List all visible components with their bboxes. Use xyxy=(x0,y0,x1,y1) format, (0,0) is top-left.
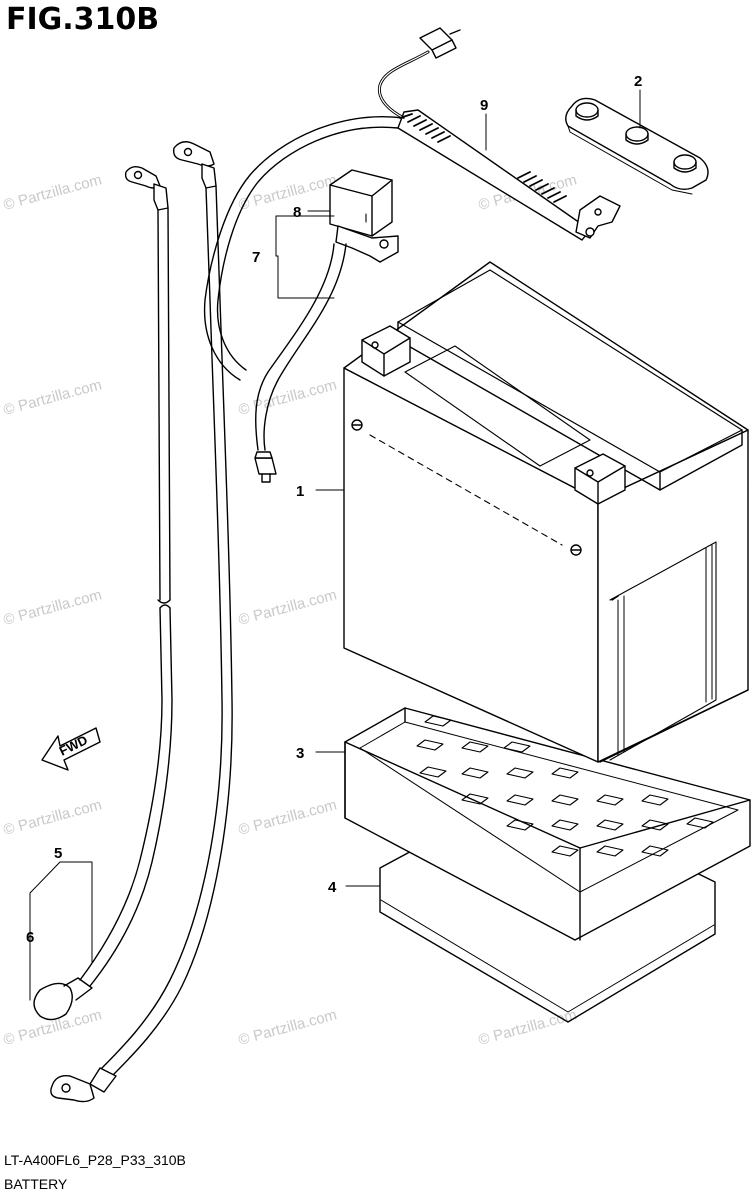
watermark: © Partzilla.com xyxy=(237,796,339,839)
terminal-cap xyxy=(33,982,73,1021)
starter-relay-harness xyxy=(254,243,347,483)
watermark: © Partzilla.com xyxy=(477,1006,579,1049)
callout-1: 1 xyxy=(296,483,304,500)
fuse-holder-lead xyxy=(203,27,621,381)
battery xyxy=(343,261,749,763)
starter-relay xyxy=(329,169,399,263)
callout-2: 2 xyxy=(634,73,642,90)
leader-lines xyxy=(29,89,641,1001)
watermark: © Partzilla.com xyxy=(237,586,339,629)
lead-wire xyxy=(50,141,233,1103)
watermark: © Partzilla.com xyxy=(2,586,104,629)
watermark: © Partzilla.com xyxy=(237,171,339,214)
callout-6: 6 xyxy=(26,929,34,946)
figure-title: FIG.310B xyxy=(6,2,160,37)
figure-name: BATTERY xyxy=(4,1176,68,1192)
callout-7: 7 xyxy=(252,249,260,266)
watermark: © Partzilla.com xyxy=(2,376,104,419)
figure-code: LT-A400FL6_P28_P33_310B xyxy=(4,1152,186,1168)
watermark: © Partzilla.com xyxy=(237,376,339,419)
callout-labels: 1 2 3 4 5 6 7 8 9 xyxy=(26,73,642,946)
callout-9: 9 xyxy=(480,97,488,114)
watermark: © Partzilla.com xyxy=(2,796,104,839)
watermark: © Partzilla.com xyxy=(2,171,104,214)
callout-5: 5 xyxy=(54,845,62,862)
negative-lead-wire xyxy=(33,165,173,1021)
callout-3: 3 xyxy=(296,745,304,762)
forward-arrow-icon xyxy=(41,727,101,771)
battery-tray xyxy=(344,707,751,941)
callout-4: 4 xyxy=(328,879,337,896)
watermark: © Partzilla.com xyxy=(237,1006,339,1049)
battery-clamp-plate xyxy=(565,97,709,195)
callout-8: 8 xyxy=(293,204,301,221)
